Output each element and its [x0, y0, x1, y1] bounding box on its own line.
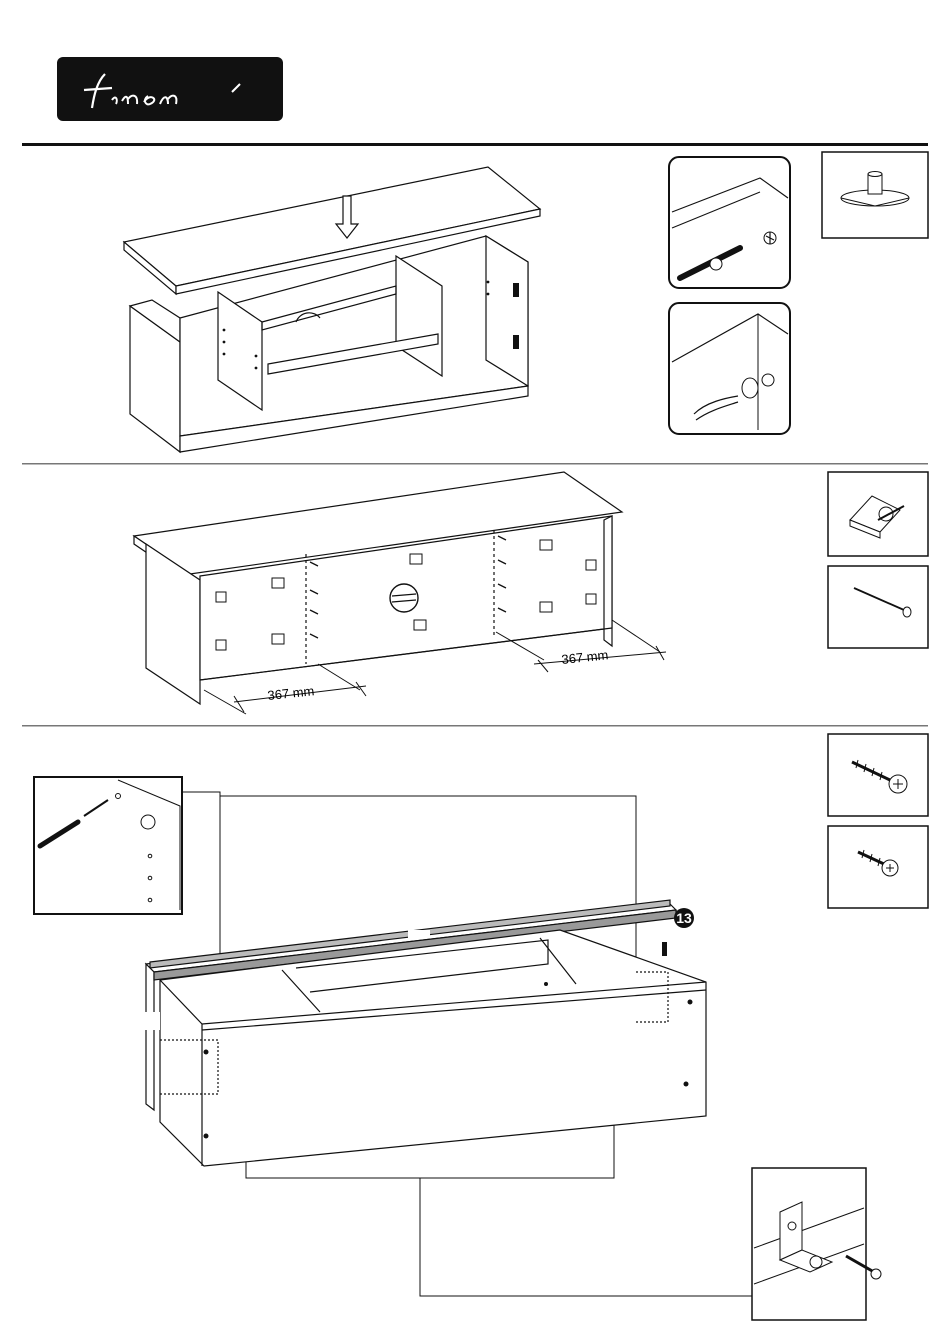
dowel-connector-detail	[669, 157, 790, 288]
dimension-label-left: 367 mm	[267, 683, 315, 703]
short-screw-icon	[828, 826, 928, 908]
brand-logo-text: finori	[0, 0, 3, 1]
header-divider	[22, 143, 928, 146]
step-3-main-illustration	[142, 792, 756, 1296]
part-badge-number: 13	[676, 910, 692, 926]
furniture-foot-glide-icon	[822, 152, 928, 238]
long-screw-icon	[828, 734, 928, 816]
angle-bracket-icon	[752, 1168, 881, 1320]
step-1-main-illustration	[124, 167, 540, 452]
screw-fixing-detail	[34, 777, 182, 914]
corner-bracket-icon	[828, 472, 928, 556]
step-divider-2	[22, 725, 928, 727]
dimension-label-right: 367 mm	[561, 647, 609, 667]
part-badge-13: 13	[674, 908, 694, 928]
cam-cover-cap-detail	[669, 303, 790, 434]
nail-icon	[828, 566, 928, 648]
step-divider-1	[22, 463, 928, 465]
brand-logo: finori	[0, 0, 283, 121]
step-2-main-illustration	[134, 472, 666, 714]
